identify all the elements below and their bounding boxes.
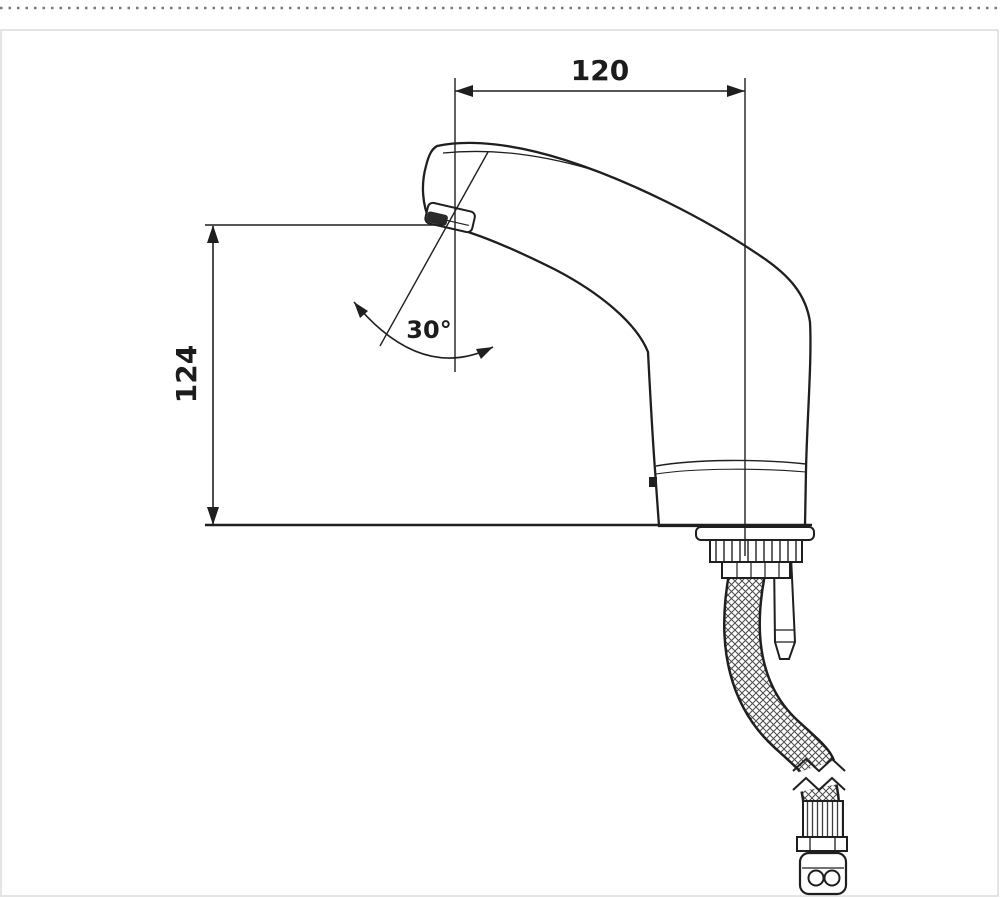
- dimension-height: 124: [170, 224, 443, 525]
- arc-arrowhead-right-icon: [476, 347, 493, 359]
- hose-end-fitting: [796, 800, 848, 896]
- height-dimension-label: 124: [170, 345, 203, 403]
- faucet-body: [421, 141, 812, 528]
- arrowhead-right-icon: [727, 85, 745, 97]
- arrowhead-up-icon: [207, 225, 219, 243]
- hose-break-symbol: [792, 757, 846, 792]
- page-border: [0, 29, 999, 897]
- fitting-nut: [796, 836, 848, 852]
- lock-nut: [709, 539, 803, 563]
- supply-hose: [723, 570, 848, 896]
- angle-arc: [353, 301, 494, 359]
- faucet-outline: [421, 141, 812, 528]
- mounting-shank: [695, 526, 815, 579]
- dimension-width: 120: [454, 54, 746, 556]
- spout-angle-label: 30°: [406, 316, 451, 344]
- page-frame: [0, 6, 1000, 897]
- arrowhead-down-icon: [207, 507, 219, 525]
- spout-top-contour: [442, 150, 601, 173]
- body-seam-lower: [655, 468, 807, 475]
- body-seam-upper: [655, 459, 807, 467]
- base-flange: [695, 526, 815, 541]
- sensor-window: [649, 477, 657, 487]
- angle-annotation: 30°: [353, 151, 494, 359]
- crimp-sleeve: [802, 800, 844, 838]
- arrowhead-left-icon: [455, 85, 473, 97]
- arc-arrowhead-left-icon: [354, 302, 368, 318]
- width-dimension-label: 120: [571, 54, 629, 87]
- angle-reference-line: [379, 151, 489, 347]
- shank-collar: [721, 561, 791, 579]
